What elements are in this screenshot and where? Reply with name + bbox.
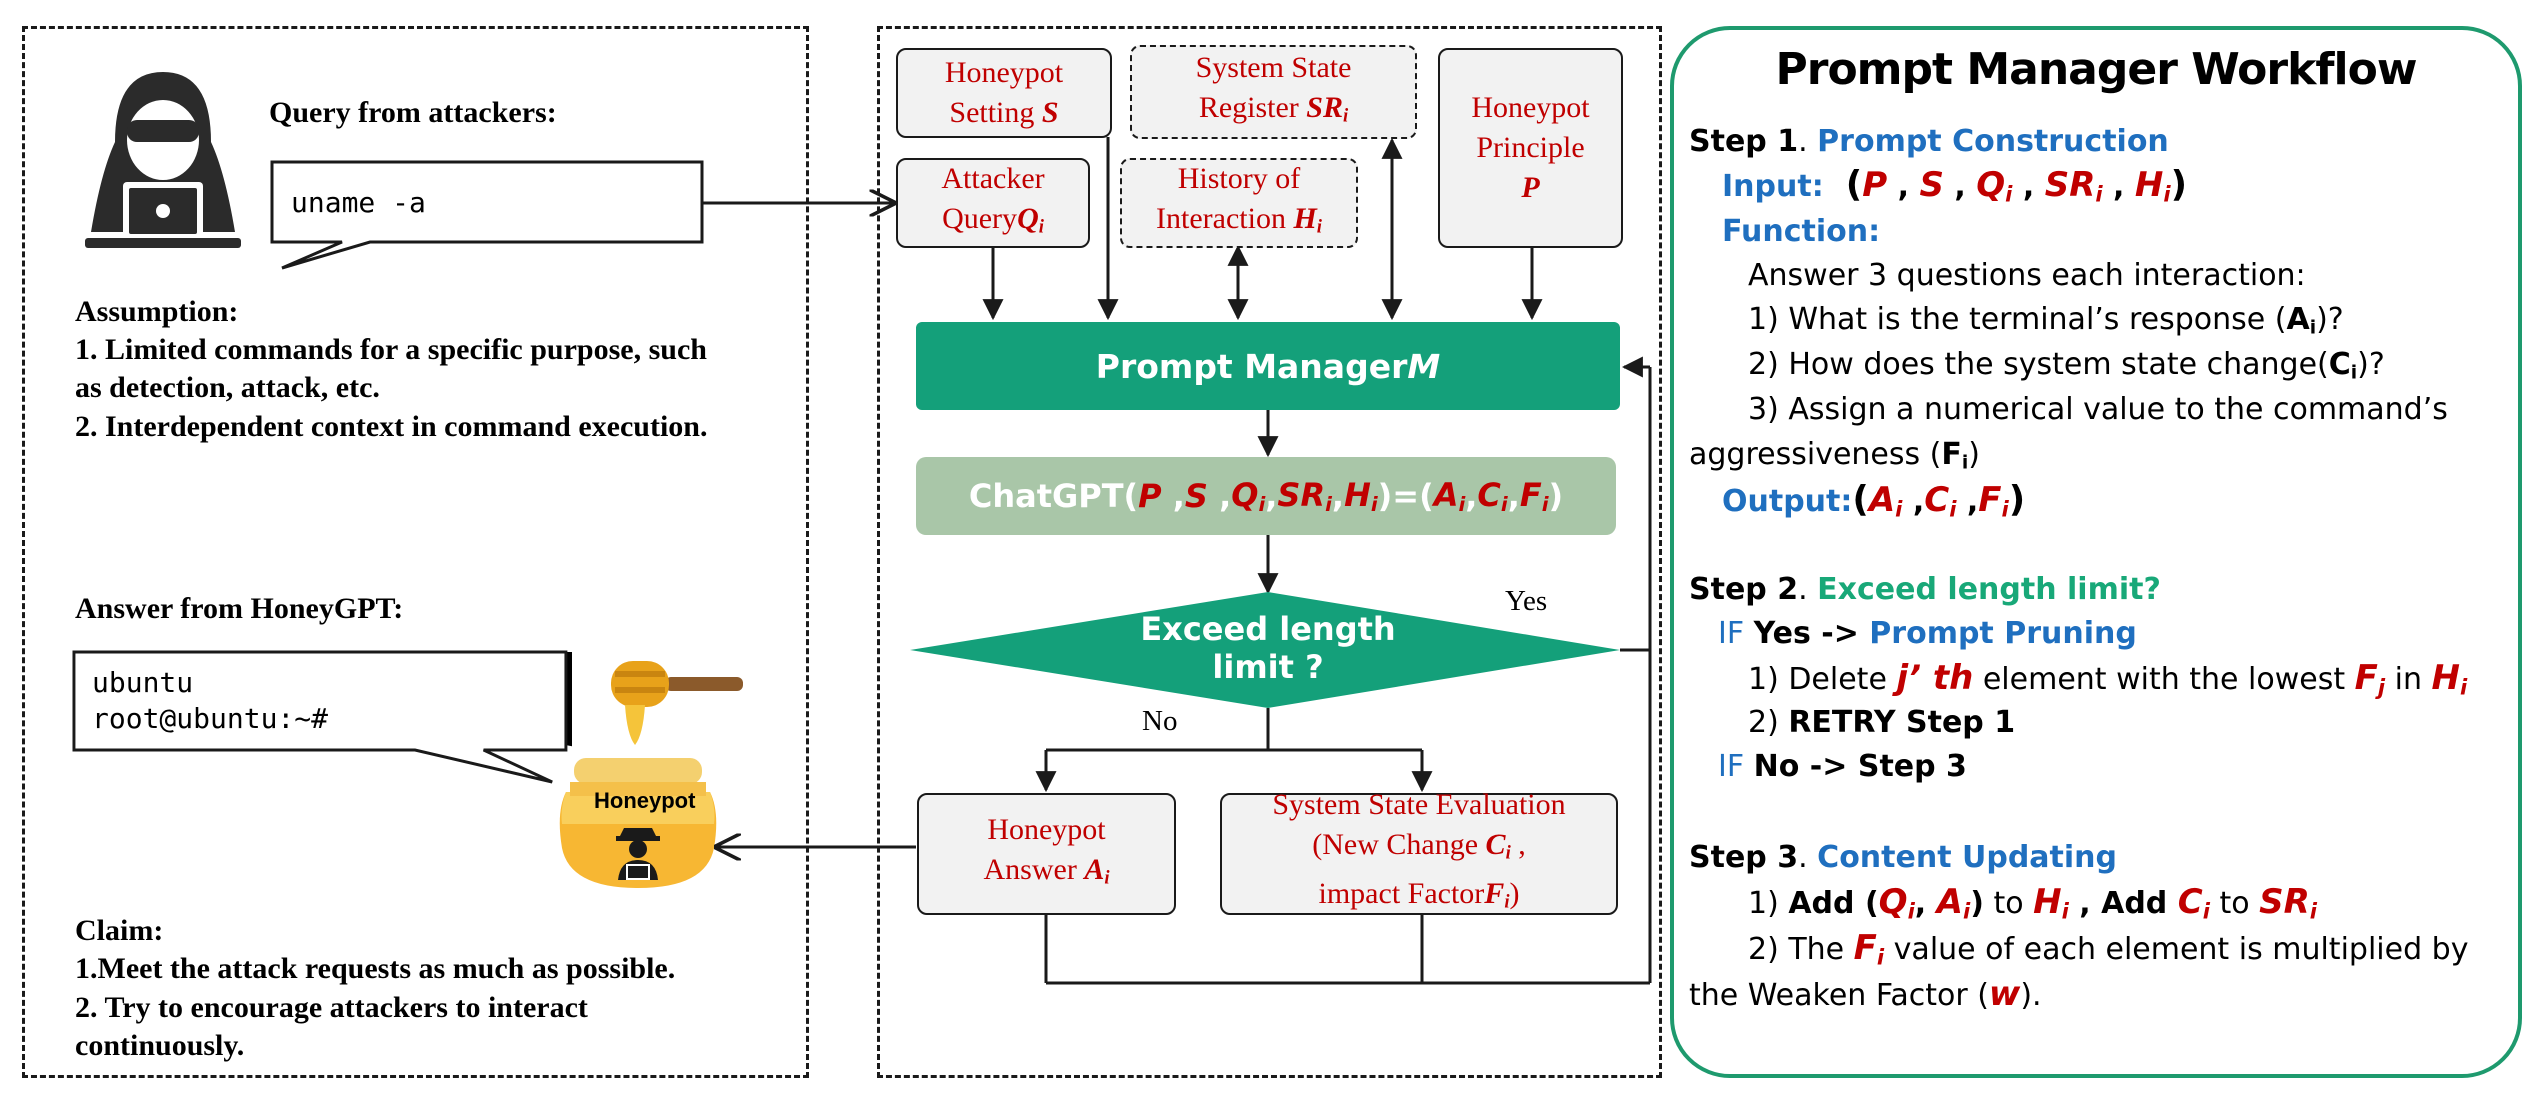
- weaken-line-2: the Weaken Factor (w).: [1689, 974, 2042, 1014]
- chatgpt-box: ChatGPT( P ,S ,Qi,SRi,Hi)=(Ai,Ci,Fi): [916, 457, 1616, 535]
- delete-line: 1) Delete j’ th element with the lowest …: [1748, 658, 2468, 700]
- claim-heading: Claim:: [75, 914, 164, 947]
- attacker-query-box: Attacker QueryQi: [896, 158, 1090, 248]
- query-heading: Query from attackers:: [269, 96, 557, 129]
- middle-panel: [877, 26, 1662, 1078]
- no-label: No: [1142, 705, 1178, 737]
- retry-line: 2) RETRY Step 1: [1748, 705, 2016, 740]
- question-3b: aggressiveness (Fi): [1689, 437, 1980, 474]
- answer-line-1: ubuntu: [92, 666, 194, 699]
- query-bubble: [270, 160, 704, 270]
- honeypot-jar-label: Honeypot: [594, 788, 696, 813]
- assumption-line-2: as detection, attack, etc.: [75, 371, 380, 404]
- decision-diamond: [910, 592, 1620, 708]
- system-state-evaluation-box: System State Evaluation (New Change Ci ,…: [1220, 788, 1618, 915]
- system-state-register-box: System State Register SRi: [1130, 45, 1417, 139]
- hacker-icon: [85, 72, 241, 248]
- assumption-line-3: 2. Interdependent context in command exe…: [75, 410, 708, 443]
- honey-dipper-icon: [611, 661, 743, 745]
- step1-line: Step 1. Prompt Construction: [1689, 124, 2169, 159]
- if-yes-line: IF Yes -> Prompt Pruning: [1718, 616, 2137, 651]
- answer-heading: Answer from HoneyGPT:: [75, 592, 404, 625]
- function-intro: Answer 3 questions each interaction:: [1748, 258, 2306, 293]
- if-no-line: IF No -> Step 3: [1718, 749, 1967, 784]
- query-command: uname -a: [291, 186, 426, 219]
- prompt-manager-box: Prompt Manager M: [916, 322, 1620, 410]
- function-label: Function:: [1722, 214, 1881, 249]
- chatgpt-input-p: P: [1138, 477, 1162, 515]
- workflow-title: Prompt Manager Workflow: [1775, 44, 2418, 95]
- honeypot-setting-box: Honeypot Setting S: [896, 48, 1112, 138]
- yes-label: Yes: [1505, 585, 1548, 617]
- weaken-line-1: 2) The Fi value of each element is multi…: [1748, 928, 2469, 970]
- decision-label: Exceed length limit ?: [1140, 610, 1396, 686]
- answer-line-2: root@ubuntu:~#: [92, 702, 329, 735]
- input-line: Input: (P , S , Qi , SRi , Hi): [1722, 164, 2188, 207]
- honeypot-answer-box: Honeypot Answer Ai: [917, 793, 1176, 915]
- claim-line-3: continuously.: [75, 1029, 245, 1062]
- question-1: 1) What is the terminal’s response (Ai)?: [1748, 302, 2344, 339]
- step3-line: Step 3. Content Updating: [1689, 840, 2117, 875]
- hacker-mini-icon: [616, 828, 660, 880]
- claim-line-2: 2. Try to encourage attackers to interac…: [75, 991, 588, 1024]
- answer-bubble: [72, 650, 572, 784]
- step2-line: Step 2. Exceed length limit?: [1689, 572, 2161, 607]
- add-line: 1) Add (Qi, Ai) to Hi , Add Ci to SRi: [1748, 882, 2318, 924]
- left-panel: [22, 26, 809, 1078]
- claim-line-1: 1.Meet the attack requests as much as po…: [75, 952, 676, 985]
- assumption-line-1: 1. Limited commands for a specific purpo…: [75, 333, 707, 366]
- workflow-panel: [1670, 26, 2522, 1078]
- assumption-heading: Assumption:: [75, 295, 239, 328]
- question-2: 2) How does the system state change(Ci)?: [1748, 347, 2385, 384]
- honeypot-principle-box: Honeypot Principle P: [1438, 48, 1623, 248]
- output-line: Output:(Ai ,Ci ,Fi): [1722, 479, 2026, 522]
- question-3: 3) Assign a numerical value to the comma…: [1748, 392, 2448, 427]
- history-box: History of Interaction Hi: [1120, 158, 1358, 248]
